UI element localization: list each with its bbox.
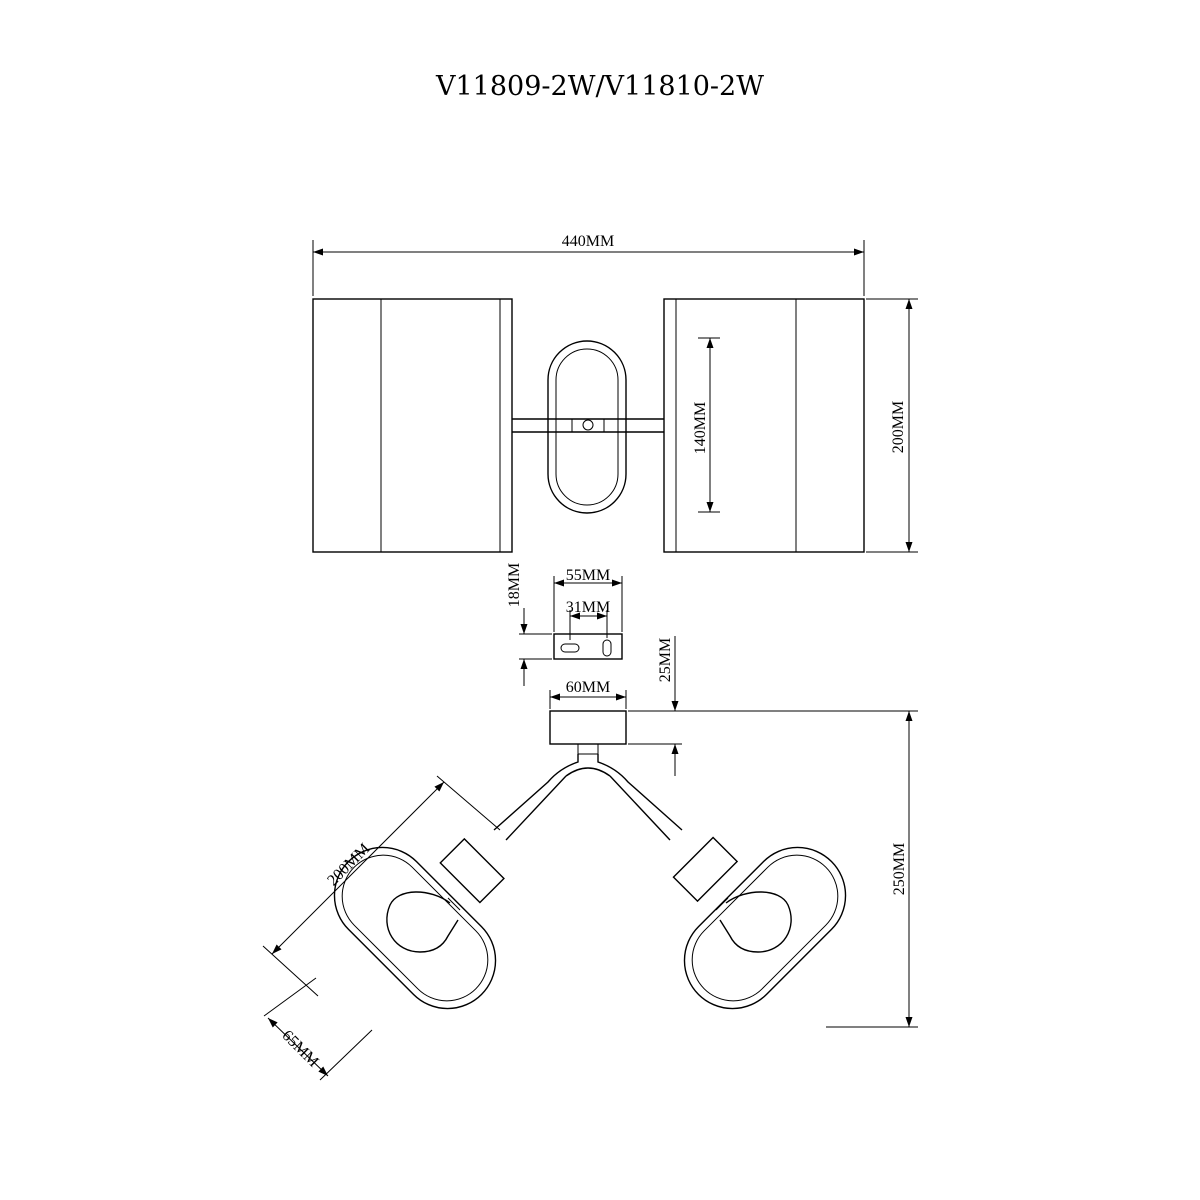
side-view: 60MM 25MM [262, 636, 918, 1081]
dim-hole-spacing: 31MM [566, 599, 610, 640]
label-250mm: 250MM [891, 843, 908, 895]
top-view: 440MM 200MM 140MM [312, 233, 918, 553]
mounting-plate: 55MM 31MM 18MM [506, 563, 623, 686]
right-shade-side [672, 836, 847, 1010]
arms [493, 754, 683, 841]
drawing-title: V11809-2W/V11810-2W [435, 71, 764, 102]
label-60mm: 60MM [566, 679, 610, 696]
dim-plate-width: 55MM [553, 567, 623, 632]
backplate-oval [547, 340, 627, 514]
dim-shade-height: 200MM [866, 298, 918, 553]
dim-inner-height: 140MM [692, 337, 720, 513]
dim-plate-height: 18MM [506, 563, 552, 686]
dim-overall-width: 440MM [312, 233, 865, 296]
label-55mm: 55MM [566, 567, 610, 584]
connecting-bar [512, 418, 664, 433]
dim-shade-diameter: 65MM [263, 977, 373, 1081]
label-200mm-height: 200MM [890, 401, 907, 453]
label-140mm: 140MM [692, 402, 709, 454]
label-65mm: 65MM [278, 1027, 321, 1070]
label-18mm: 18MM [506, 563, 523, 607]
dim-total-depth: 250MM [628, 710, 918, 1028]
right-shade-top [663, 298, 865, 553]
label-200mm-length: 200MM [324, 840, 373, 889]
label-25mm: 25MM [657, 638, 674, 682]
label-440mm: 440MM [562, 233, 614, 250]
label-31mm: 31MM [566, 599, 610, 616]
canopy: 60MM 25MM [549, 636, 682, 776]
left-shade-top [312, 298, 513, 553]
